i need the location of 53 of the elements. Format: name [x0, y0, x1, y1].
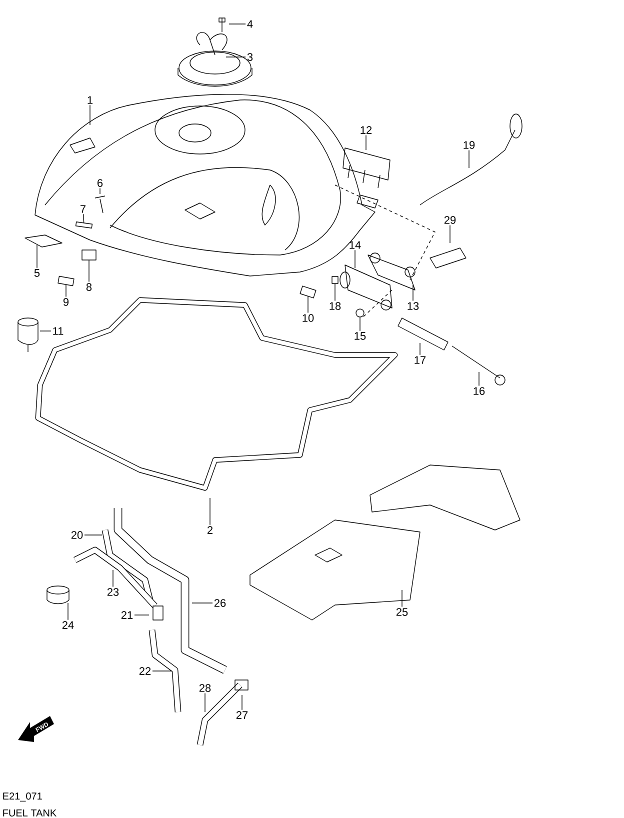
- part-drawing: [356, 308, 364, 318]
- callout-number: 25: [396, 608, 408, 616]
- callout-number: 23: [107, 588, 119, 596]
- callout-number: 11: [53, 327, 64, 335]
- part-drawing: [82, 250, 96, 260]
- callout-number: 5: [34, 269, 40, 277]
- callout-number: 20: [71, 531, 83, 539]
- callout-number: 16: [474, 387, 485, 395]
- callout-number: 9: [63, 298, 69, 306]
- leader-line: [334, 284, 336, 302]
- leader-line: [84, 534, 102, 536]
- leader-line: [226, 56, 246, 58]
- callout-number: 27: [236, 711, 248, 719]
- callout-number: 2: [208, 526, 212, 534]
- callout-number: 17: [414, 356, 426, 364]
- leader-line: [412, 284, 414, 302]
- part-drawing: [58, 276, 74, 286]
- callout-number: 21: [121, 611, 133, 619]
- callout-number: 4: [247, 20, 253, 28]
- title: FUEL TANK: [3, 810, 56, 816]
- leader-line: [112, 570, 114, 588]
- callout-number: 8: [86, 283, 92, 291]
- leader-line: [468, 150, 470, 168]
- callout-number: 24: [62, 621, 74, 629]
- leader-line: [354, 250, 356, 268]
- leader-line: [152, 670, 172, 672]
- part-drawing: [300, 286, 316, 298]
- leader-line: [478, 372, 480, 386]
- callout-number: 7: [80, 205, 86, 213]
- callout-number: 19: [464, 141, 475, 149]
- leader-line: [36, 244, 38, 268]
- callout-number: 1: [88, 96, 93, 104]
- part-drawing: [332, 276, 338, 284]
- leader-line: [204, 692, 206, 712]
- leader-line: [88, 260, 90, 282]
- code-label: E21_071: [3, 792, 42, 802]
- leader-line: [192, 602, 213, 604]
- callout-number: 15: [354, 332, 366, 340]
- callout-number: 22: [139, 667, 151, 675]
- callout-number: 14: [350, 241, 361, 249]
- callout-number: 12: [360, 126, 372, 134]
- callout-number: 29: [444, 216, 456, 224]
- callout-number: 10: [302, 314, 314, 322]
- leader-line: [40, 330, 52, 332]
- callout-number: 28: [199, 684, 211, 692]
- part-drawing: [75, 222, 93, 228]
- callout-number: 3: [247, 53, 253, 61]
- callout-number: 18: [330, 302, 341, 310]
- leader-line: [134, 614, 150, 616]
- callout-number: 6: [98, 179, 103, 187]
- callout-number: 26: [214, 599, 226, 607]
- callout-number: 13: [408, 302, 419, 310]
- leader-line: [82, 214, 84, 223]
